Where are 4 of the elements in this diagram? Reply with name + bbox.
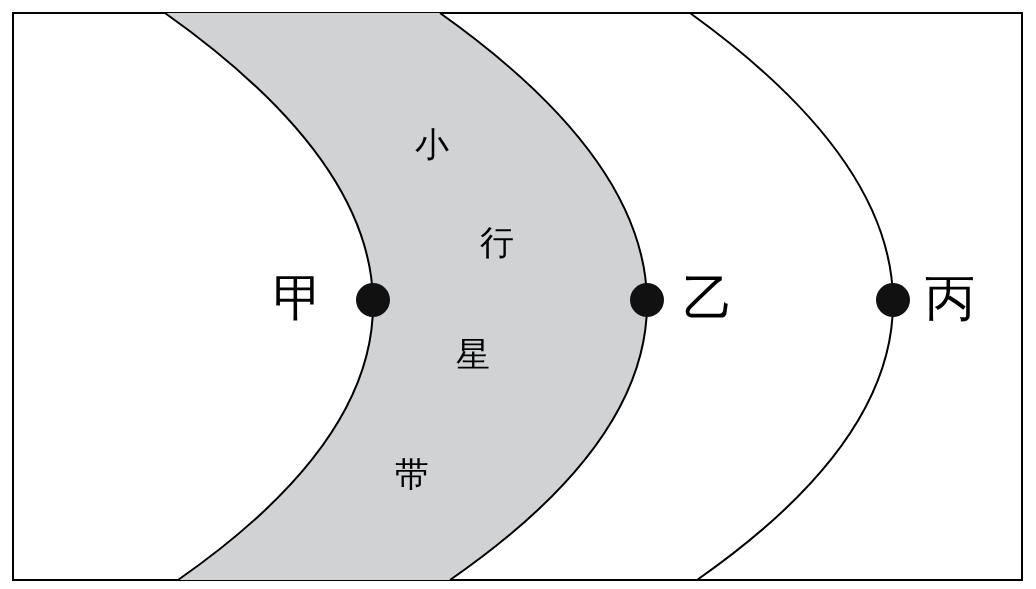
- planet-label: 乙: [683, 269, 733, 328]
- planet-label: 甲: [273, 269, 323, 328]
- planet-label: 丙: [925, 269, 975, 328]
- band-label: 小行星带: [394, 125, 515, 495]
